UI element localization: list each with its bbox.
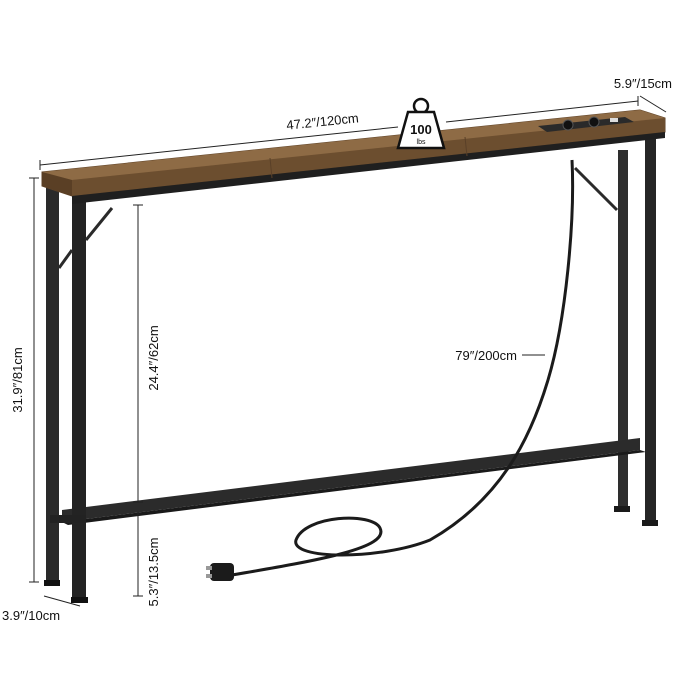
socket-icon bbox=[562, 119, 574, 131]
depth-label: 5.9″/15cm bbox=[614, 76, 672, 91]
cord-length-label: 79″/200cm bbox=[455, 348, 517, 363]
power-outlet-strip bbox=[538, 116, 634, 132]
shelf-gap-label: 24.4″/62cm bbox=[146, 325, 161, 390]
front-legs bbox=[44, 166, 619, 603]
socket-icon bbox=[588, 116, 600, 128]
lower-stretcher bbox=[62, 438, 646, 525]
power-cord bbox=[206, 159, 575, 581]
leg-depth-label: 3.9″/10cm bbox=[2, 608, 60, 623]
usb-port-icon bbox=[610, 118, 618, 122]
plug-icon bbox=[206, 563, 234, 581]
bottom-clearance-label: 5.3″/13.5cm bbox=[146, 538, 161, 607]
load-value: 100 bbox=[410, 122, 432, 137]
dimension-lines bbox=[29, 95, 667, 607]
tabletop bbox=[41, 109, 666, 204]
total-height-label: 31.9″/81cm bbox=[10, 347, 25, 412]
load-capacity-badge: 100 lbs bbox=[396, 97, 446, 150]
width-label: 47.2″/120cm bbox=[286, 110, 360, 133]
load-unit: lbs bbox=[417, 139, 426, 146]
back-frame bbox=[614, 132, 658, 526]
